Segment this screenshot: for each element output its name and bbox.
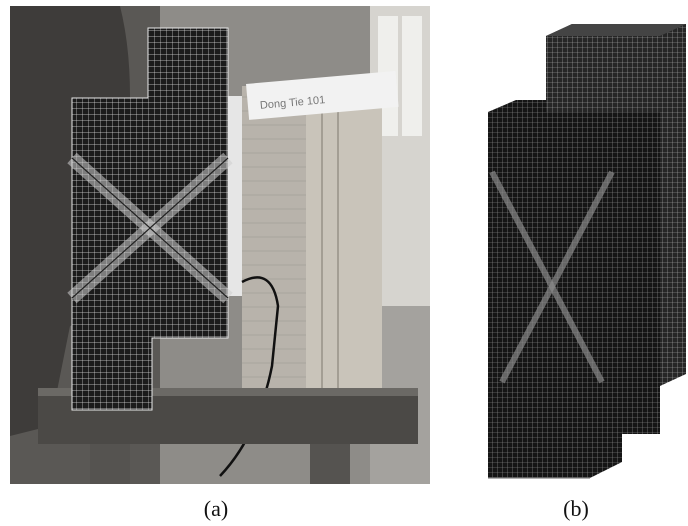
photo-mesh-panel: Dong Tie 101: [10, 6, 430, 484]
brace-diagonal-2: [499, 170, 615, 384]
fe-model-panel: [462, 22, 686, 482]
lower-stub: [488, 368, 622, 478]
fe-model-figure: [488, 24, 686, 479]
caption-b: (b): [563, 496, 589, 521]
note-card-text: Dong Tie 101: [259, 94, 325, 112]
brace-diagonal-1: [489, 170, 605, 384]
upper-block-top: [546, 24, 686, 36]
caption-a: (a): [203, 496, 229, 521]
gauge-cable: [219, 276, 280, 477]
photo-mesh-figure: Dong Tie 101: [10, 6, 430, 484]
paper-note: [245, 70, 399, 120]
